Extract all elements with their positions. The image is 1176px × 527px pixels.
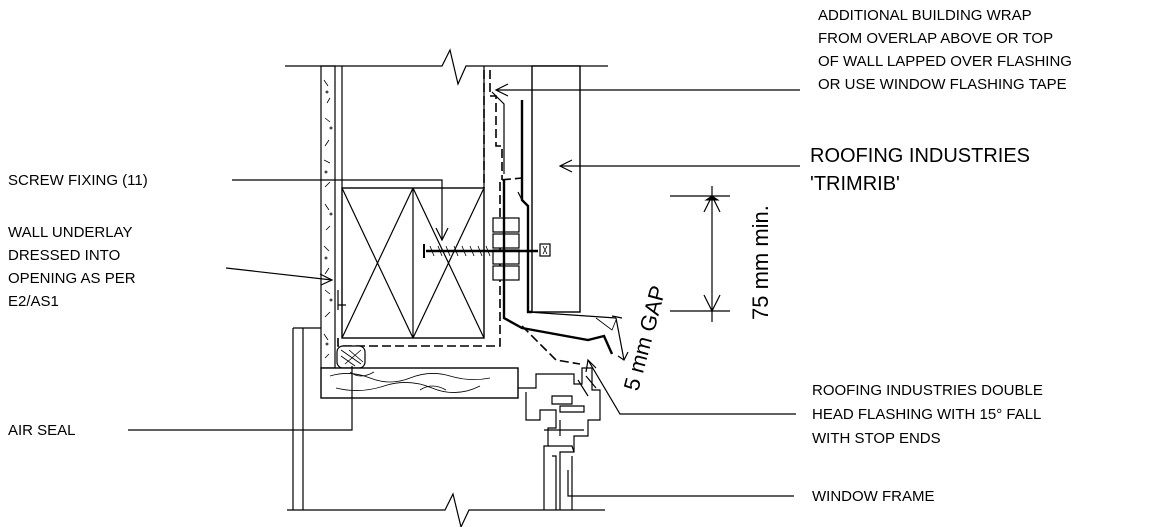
window-frame (518, 367, 601, 510)
svg-text:E2/AS1: E2/AS1 (8, 293, 59, 310)
screw (423, 244, 538, 258)
label-screw-fixing: SCREW FIXING (11) (8, 172, 148, 189)
svg-text:'TRIMRIB': 'TRIMRIB' (810, 173, 900, 195)
label-air-seal: AIR SEAL (8, 422, 76, 439)
label-wall-underlay: WALL UNDERLAY DRESSED INTO OPENING AS PE… (8, 224, 136, 310)
gap-5mm-marker (611, 315, 629, 361)
label-trimrib: ROOFING INDUSTRIES 'TRIMRIB' (810, 145, 1030, 195)
label-building-wrap: ADDITIONAL BUILDING WRAP FROM OVERLAP AB… (818, 7, 1072, 93)
svg-text:WITH STOP ENDS: WITH STOP ENDS (812, 430, 941, 447)
label-gap-5mm: 5 mm GAP (619, 283, 671, 393)
svg-text:FROM OVERLAP ABOVE OR TOP: FROM OVERLAP ABOVE OR TOP (818, 30, 1053, 47)
svg-text:HEAD FLASHING WITH 15° FALL: HEAD FLASHING WITH 15° FALL (812, 406, 1041, 423)
lining-hatch (323, 79, 333, 359)
lintel-timbers (341, 187, 485, 339)
cladding-fixing-washers (492, 217, 551, 281)
interior-lining (320, 65, 336, 369)
svg-text:OR USE WINDOW FLASHING TAPE: OR USE WINDOW FLASHING TAPE (818, 76, 1067, 93)
label-window-frame: WINDOW FRAME (812, 488, 934, 505)
top-break-line (285, 48, 608, 86)
svg-text:ADDITIONAL BUILDING WRAP: ADDITIONAL BUILDING WRAP (818, 7, 1032, 24)
svg-text:OPENING AS PER: OPENING AS PER (8, 270, 136, 287)
label-head-flashing: ROOFING INDUSTRIES DOUBLE HEAD FLASHING … (812, 382, 1043, 447)
reveal-timber (320, 367, 519, 399)
svg-text:DRESSED INTO: DRESSED INTO (8, 247, 120, 264)
svg-text:ROOFING INDUSTRIES: ROOFING INDUSTRIES (810, 145, 1030, 167)
svg-text:OF WALL LAPPED OVER FLASHING: OF WALL LAPPED OVER FLASHING (818, 53, 1072, 70)
bottom-break-line (287, 492, 605, 527)
building-wrap (489, 70, 505, 180)
air-seal (336, 345, 366, 369)
dimension-75mm (670, 186, 730, 322)
trimrib-cladding (517, 65, 581, 314)
wall-underlay (337, 70, 523, 347)
label-dimension-75mm: 75 mm min. (748, 205, 773, 320)
head-flashing (502, 180, 617, 365)
leader-lines (128, 83, 800, 497)
svg-text:ROOFING INDUSTRIES DOUBLE: ROOFING INDUSTRIES DOUBLE (812, 382, 1043, 399)
svg-text:WALL UNDERLAY: WALL UNDERLAY (8, 224, 132, 241)
